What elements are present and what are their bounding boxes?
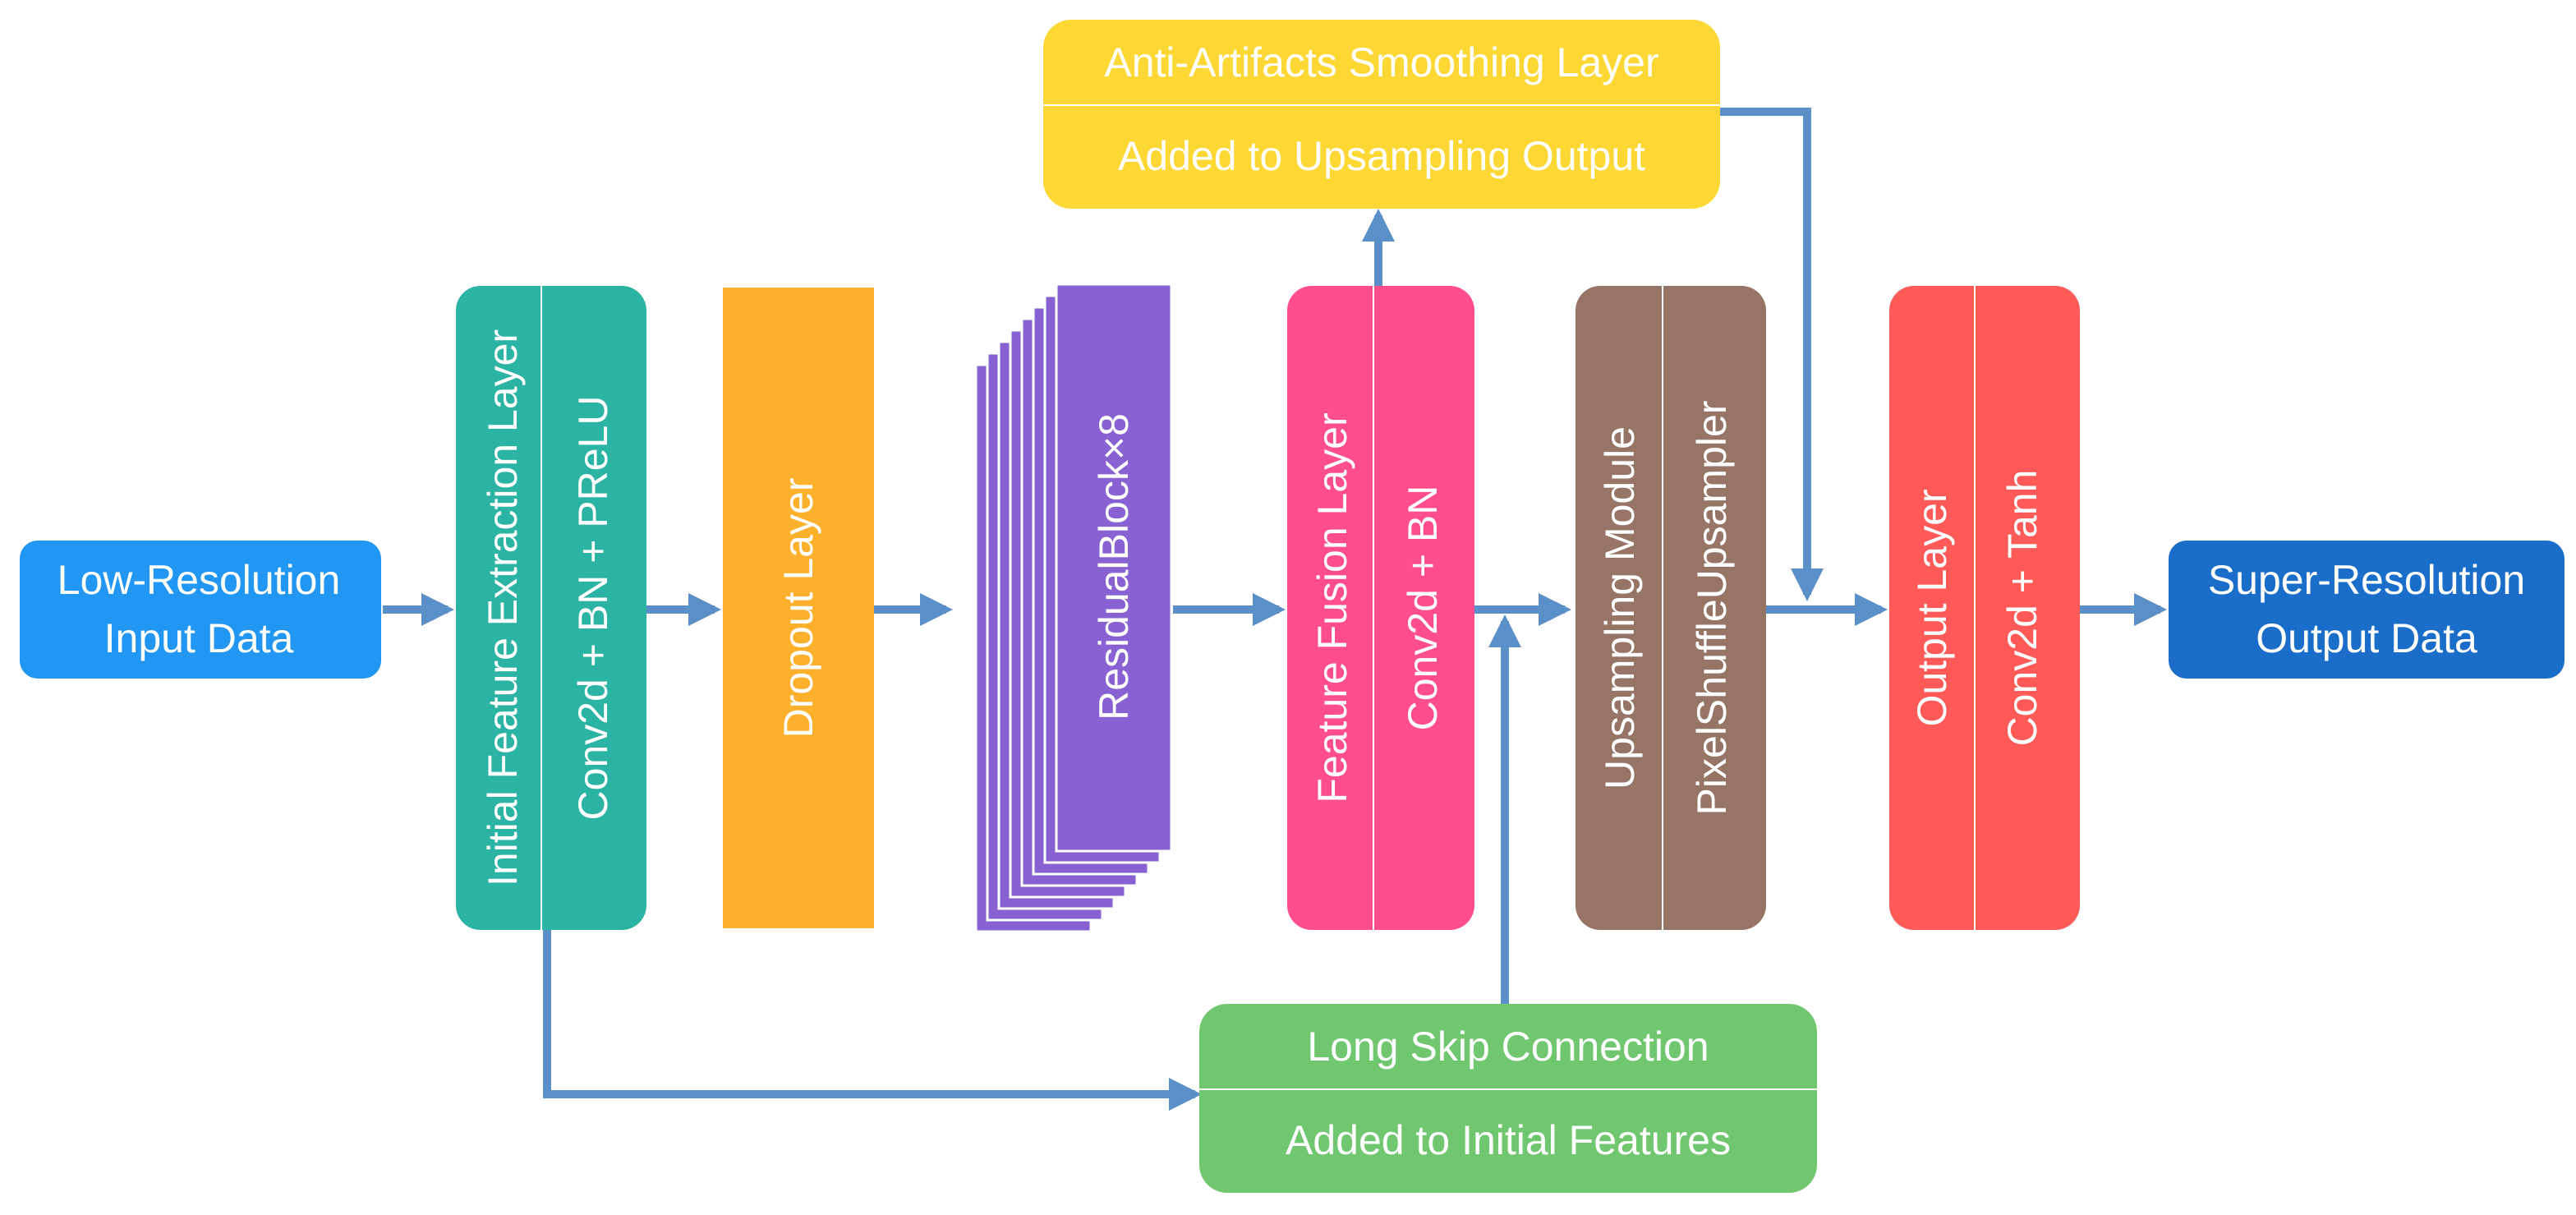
arrow-initial-to-long-skip: [543, 928, 1202, 1111]
initial-feature-box: Initial Feature Extraction Layer Conv2d …: [456, 286, 646, 930]
long-skip-detail: Added to Initial Features: [1286, 1117, 1731, 1163]
output-layer-bg: [1889, 286, 2080, 930]
arrow-anti-artifacts-to-output: [1720, 108, 1824, 601]
residual-block-layer: [1055, 283, 1173, 853]
initial-feature-title: Initial Feature Extraction Layer: [480, 329, 526, 886]
connectors: [383, 108, 2167, 1111]
long-skip-bg: [1199, 1004, 1817, 1193]
initial-feature-detail: Conv2d + BN + PReLU: [570, 396, 616, 821]
input-bg: [20, 541, 381, 679]
dropout-title: Dropout Layer: [775, 478, 821, 739]
output-box: Super-Resolution Output Data: [2169, 541, 2564, 679]
input-line1: Low-Resolution: [58, 557, 341, 603]
initial-feature-bg: [456, 286, 646, 930]
anti-artifacts-title: Anti-Artifacts Smoothing Layer: [1104, 39, 1658, 85]
output-layer-box: Output Layer Conv2d + Tanh: [1889, 286, 2080, 930]
upsampling-detail: PixelShuffleUpsampler: [1689, 401, 1735, 816]
dropout-bg: [723, 288, 874, 928]
output-line1: Super-Resolution: [2208, 557, 2525, 603]
long-skip-box: Long Skip Connection Added to Initial Fe…: [1199, 1004, 1817, 1193]
fusion-bg: [1287, 286, 1474, 930]
upsampling-title: Upsampling Module: [1597, 426, 1643, 789]
output-bg: [2169, 541, 2564, 679]
output-line2: Output Data: [2256, 615, 2477, 661]
upsampling-box: Upsampling Module PixelShuffleUpsampler: [1576, 286, 1766, 930]
input-box: Low-Resolution Input Data: [20, 541, 381, 679]
long-skip-title: Long Skip Connection: [1307, 1024, 1709, 1070]
output-layer-title: Output Layer: [1909, 489, 1955, 726]
upsampling-bg: [1576, 286, 1766, 930]
dropout-box: Dropout Layer: [723, 288, 874, 928]
anti-artifacts-bg: [1043, 20, 1720, 209]
residual-title: ResidualBlock×8: [1091, 413, 1137, 720]
anti-artifacts-detail: Added to Upsampling Output: [1118, 133, 1645, 179]
fusion-box: Feature Fusion Layer Conv2d + BN: [1287, 286, 1474, 930]
residual-layers: [974, 283, 1173, 933]
fusion-title: Feature Fusion Layer: [1309, 412, 1355, 803]
residual-stack: ResidualBlock×8: [974, 283, 1173, 933]
input-line2: Input Data: [104, 615, 294, 661]
fusion-detail: Conv2d + BN: [1400, 486, 1446, 731]
output-layer-detail: Conv2d + Tanh: [1999, 470, 2045, 747]
anti-artifacts-box: Anti-Artifacts Smoothing Layer Added to …: [1043, 20, 1720, 209]
